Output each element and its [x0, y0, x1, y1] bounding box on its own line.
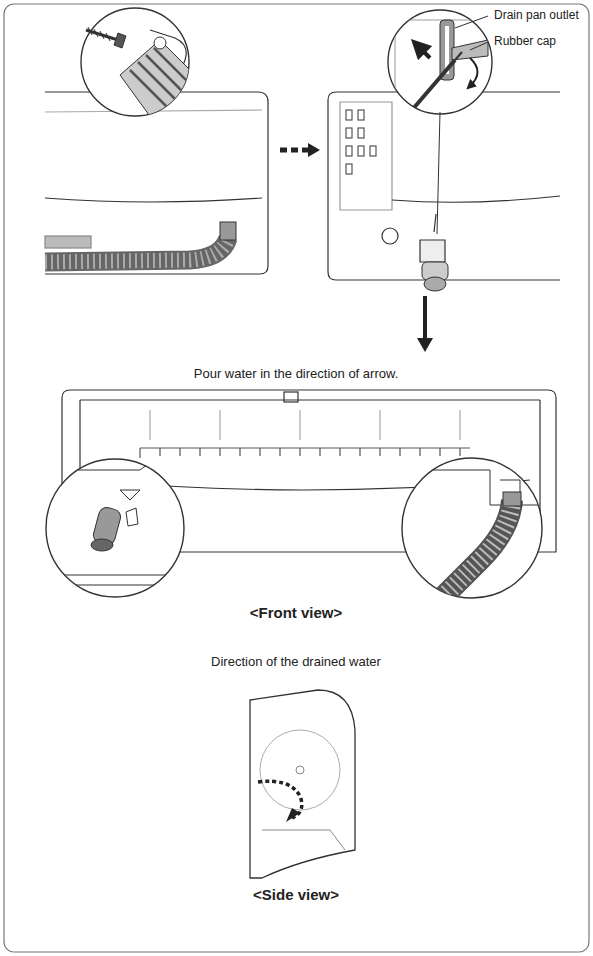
unit-side: [328, 92, 560, 280]
view-caption: <Front view>: [250, 604, 343, 622]
inset-circle: [81, 8, 200, 130]
inset-circle: [388, 10, 500, 234]
pour-arrow: [417, 296, 433, 352]
leader-line: [470, 42, 488, 50]
side-view-unit: [250, 690, 355, 878]
inset-circle: [402, 458, 542, 600]
inset-circle: [46, 440, 184, 597]
part-label: Drain pan outlet: [494, 8, 579, 22]
leader-line: [455, 16, 488, 28]
step-arrow: [280, 143, 320, 157]
rubber-cap: [422, 262, 448, 291]
unit-rear: [45, 92, 268, 274]
part-label: Rubber cap: [494, 34, 556, 48]
outer-frame: [4, 4, 589, 952]
view-caption: <Side view>: [253, 886, 339, 904]
instruction-note: Pour water in the direction of arrow.: [194, 366, 399, 382]
drain-hose: [45, 222, 236, 262]
instruction-note: Direction of the drained water: [211, 654, 381, 670]
